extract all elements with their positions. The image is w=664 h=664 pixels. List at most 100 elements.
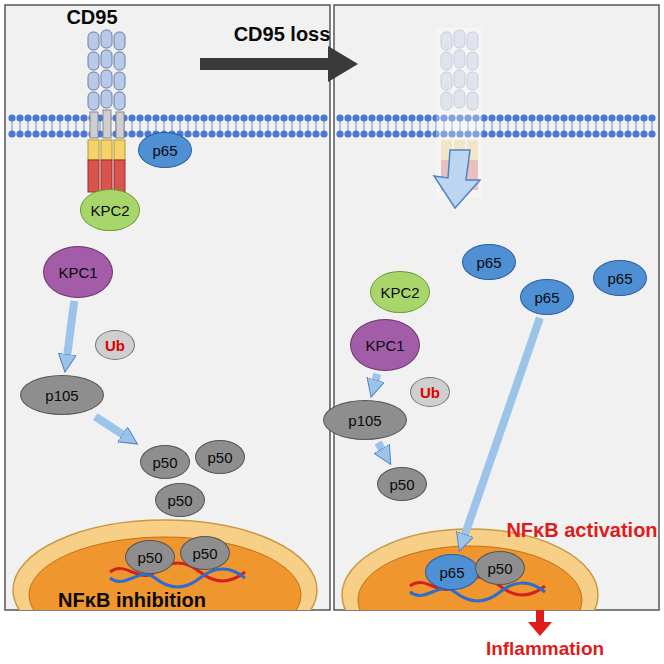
lipid-head [240, 114, 247, 121]
lipid-head [344, 130, 351, 137]
left-panel [5, 5, 330, 610]
lipid-tail [396, 120, 397, 132]
lipid-tail [308, 120, 309, 132]
lipid-tail [516, 120, 517, 132]
p65-protein: p65 [462, 244, 516, 280]
p50-protein: p50 [195, 440, 245, 474]
lipid-head [208, 130, 215, 137]
flow-arrow [464, 318, 540, 538]
protein-name: p65 [607, 270, 632, 287]
inflammation-arrow [528, 610, 552, 636]
lipid-tail [316, 120, 317, 132]
lipid-tail [356, 120, 357, 132]
lipid-tail [276, 120, 277, 132]
kpc1-protein: KPC1 [350, 319, 420, 371]
lipid-head [648, 130, 655, 137]
lipid-tail [212, 120, 213, 132]
lipid-head [336, 130, 343, 137]
lipid-tail [380, 120, 381, 132]
lipid-head [544, 114, 551, 121]
lipid-tail [20, 120, 21, 132]
lipid-head [176, 114, 183, 121]
lipid-tail [652, 120, 653, 132]
lipid-head [408, 114, 415, 121]
lipid-head [128, 130, 135, 137]
outcome-label: NFκB activation [506, 519, 657, 542]
lipid-head [248, 130, 255, 137]
lipid-head [184, 130, 191, 137]
p105-protein: p105 [20, 375, 104, 415]
p65-protein: p65 [425, 554, 479, 590]
lipid-tail [156, 120, 157, 132]
flow-arrow [67, 301, 74, 358]
lipid-head [584, 130, 591, 137]
lipid-head [280, 130, 287, 137]
lipid-tail [292, 120, 293, 132]
lipid-head [288, 114, 295, 121]
lipid-tail [508, 120, 509, 132]
lipid-head [344, 114, 351, 121]
lipid-head [608, 130, 615, 137]
lipid-tail [100, 120, 101, 132]
lipid-head [600, 130, 607, 137]
lipid-head [616, 130, 623, 137]
lipid-head [512, 130, 519, 137]
transition-label: CD95 loss [234, 23, 331, 46]
lipid-head [32, 130, 39, 137]
lipid-head [256, 130, 263, 137]
lipid-tail [60, 120, 61, 132]
p50-protein: p50 [475, 551, 525, 585]
protein-name: p105 [45, 387, 78, 404]
lipid-tail [500, 120, 501, 132]
lipid-tail [180, 120, 181, 132]
lipid-head [640, 130, 647, 137]
lipid-head [568, 130, 575, 137]
lipid-head [56, 130, 63, 137]
lipid-head [264, 114, 271, 121]
nucleus [342, 529, 598, 610]
lipid-head [648, 114, 655, 121]
lipid-tail [372, 120, 373, 132]
lipid-head [552, 114, 559, 121]
lipid-head [336, 114, 343, 121]
lipid-tail [228, 120, 229, 132]
lipid-tail [644, 120, 645, 132]
lipid-head [600, 114, 607, 121]
lipid-tail [636, 120, 637, 132]
kpc1-protein: KPC1 [43, 246, 113, 298]
lipid-head [384, 114, 391, 121]
lipid-head [16, 130, 23, 137]
p50-protein: p50 [140, 445, 190, 479]
lipid-head [560, 130, 567, 137]
protein-name: KPC2 [380, 284, 419, 301]
lipid-tail [268, 120, 269, 132]
lipid-tail [620, 120, 621, 132]
lipid-head [560, 114, 567, 121]
lipid-head [576, 130, 583, 137]
cd95-receptor [88, 30, 125, 192]
p50-protein: p50 [377, 467, 427, 501]
flow-arrow [375, 374, 378, 384]
protein-name: Ub [105, 337, 125, 354]
lipid-head [408, 130, 415, 137]
ubiquitin-tag: Ub [95, 330, 135, 360]
lipid-head [272, 130, 279, 137]
lipid-head [640, 114, 647, 121]
lipid-head [400, 114, 407, 121]
lipid-head [192, 114, 199, 121]
protein-name: KPC1 [58, 264, 97, 281]
protein-name: p50 [487, 560, 512, 577]
lipid-head [544, 130, 551, 137]
lipid-tail [76, 120, 77, 132]
lipid-head [520, 130, 527, 137]
lipid-head [48, 130, 55, 137]
lipid-tail [388, 120, 389, 132]
receptor-name: CD95 [66, 6, 117, 29]
lipid-head [512, 114, 519, 121]
lipid-tail [540, 120, 541, 132]
p105-protein: p105 [323, 400, 407, 440]
lipid-head [184, 114, 191, 121]
lipid-head [160, 114, 167, 121]
